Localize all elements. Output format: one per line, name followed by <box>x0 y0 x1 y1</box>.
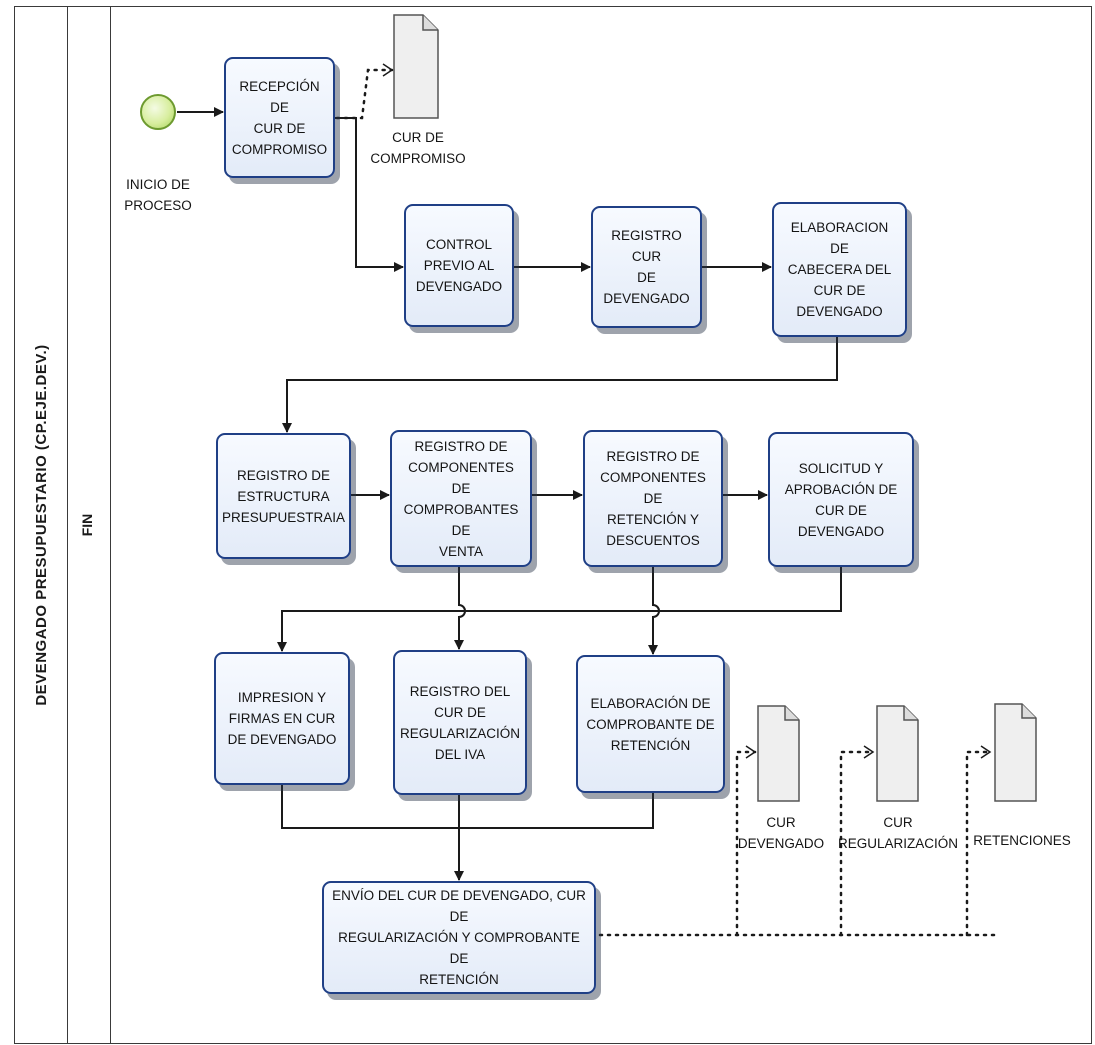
task-impresion-firmas[interactable]: IMPRESION Y FIRMAS EN CUR DE DEVENGADO <box>214 652 350 785</box>
lane-divider <box>110 6 111 1044</box>
document-icon <box>876 705 919 802</box>
task-envio[interactable]: ENVÍO DEL CUR DE DEVENGADO, CUR DE REGUL… <box>322 881 596 994</box>
document-icon <box>757 705 800 802</box>
start-event-label: INICIO DE PROCESO <box>124 177 192 213</box>
doc-cur-devengado-label: CUR DEVENGADO <box>737 815 825 851</box>
doc-cur-regularizacion-label: CUR REGULARIZACIÓN <box>838 815 959 851</box>
flow-solicitud-impresion <box>277 567 842 652</box>
assoc-cur-compromiso <box>335 63 394 120</box>
task-registro-regularizacion-iva[interactable]: REGISTRO DEL CUR DE REGULARIZACIÓN DEL I… <box>393 650 527 795</box>
task-recepcion-cur-compromiso[interactable]: RECEPCIÓN DE CUR DE COMPROMISO <box>224 57 335 178</box>
assoc-retenciones <box>965 745 992 937</box>
flow-cabecera-estructura <box>282 337 838 433</box>
document-icon <box>393 14 439 119</box>
pool-frame <box>14 6 1092 1044</box>
pool-divider <box>67 6 68 1044</box>
flow-retencion-comprobante <box>648 567 660 655</box>
task-registro-retencion-descuentos[interactable]: REGISTRO DE COMPONENTES DE RETENCIÓN Y D… <box>583 430 723 567</box>
start-event[interactable] <box>140 94 176 130</box>
task-registro-cur-devengado[interactable]: REGISTRO CUR DE DEVENGADO <box>591 206 702 328</box>
task-registro-comprobantes-venta[interactable]: REGISTRO DE COMPONENTES DE COMPROBANTES … <box>390 430 532 567</box>
task-solicitud-aprobacion[interactable]: SOLICITUD Y APROBACIÓN DE CUR DE DEVENGA… <box>768 432 914 567</box>
flow-impresion-envio <box>281 785 459 829</box>
doc-retenciones-label: RETENCIONES <box>973 833 1071 848</box>
flow-comprobantes-regularizacion <box>454 567 466 650</box>
assoc-cur-devengado <box>735 745 757 937</box>
document-icon <box>994 703 1037 802</box>
task-elaboracion-comprobante-retencion[interactable]: ELABORACIÓN DE COMPROBANTE DE RETENCIÓN <box>576 655 725 793</box>
doc-cur-compromiso-label: CUR DE COMPROMISO <box>370 130 466 166</box>
assoc-cur-regularizacion <box>839 745 875 937</box>
task-elaboracion-cabecera[interactable]: ELABORACION DE CABECERA DEL CUR DE DEVEN… <box>772 202 907 337</box>
task-registro-estructura[interactable]: REGISTRO DE ESTRUCTURA PRESUPUESTRAIA <box>216 433 351 559</box>
flow-comprobante-envio <box>459 793 654 829</box>
task-control-previo[interactable]: CONTROL PREVIO AL DEVENGADO <box>404 204 514 327</box>
